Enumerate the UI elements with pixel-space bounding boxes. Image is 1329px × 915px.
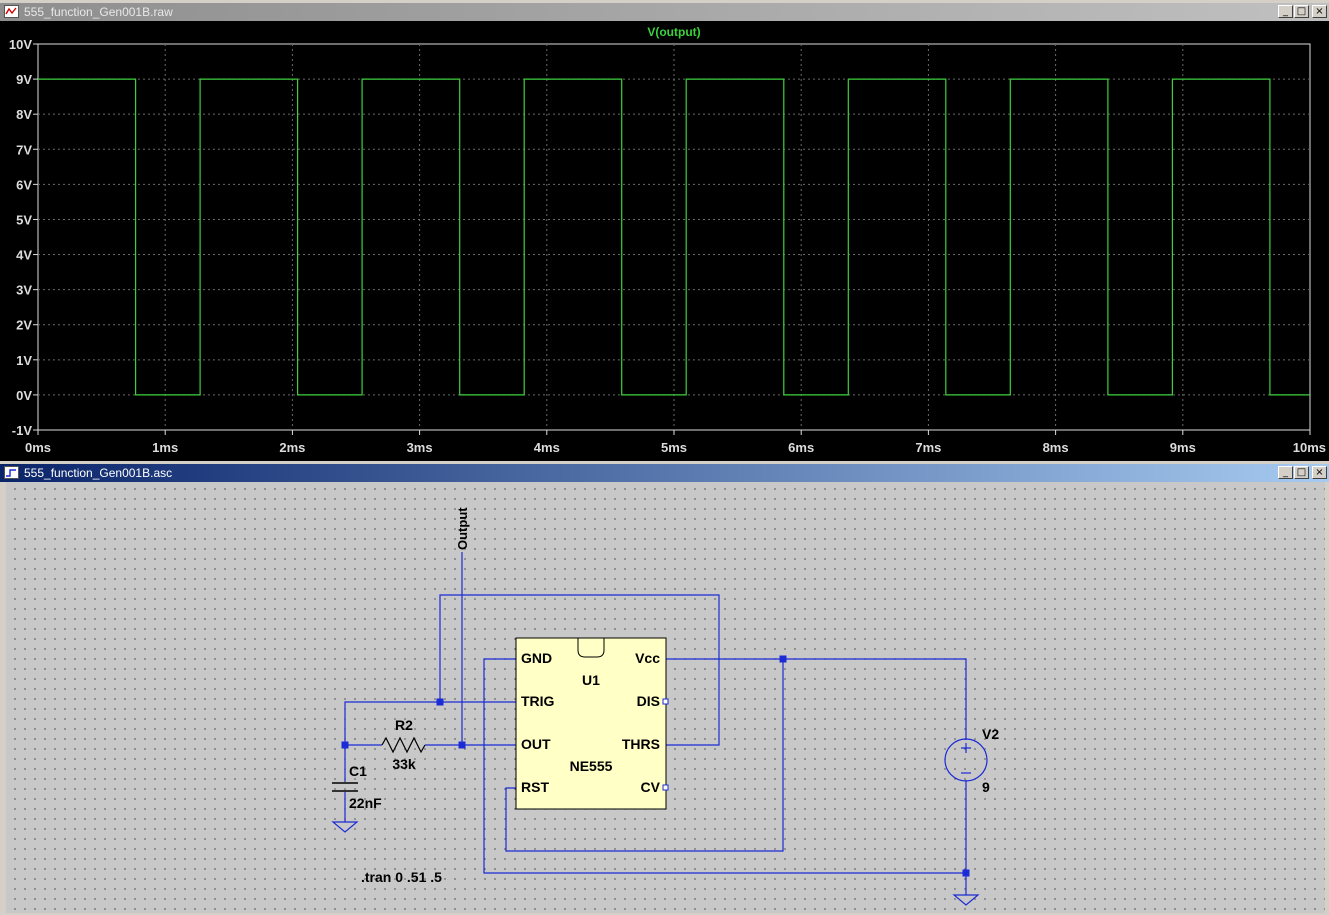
maximize-button[interactable]: □ [1294,5,1309,18]
waveform-window-title: 555_function_Gen001B.raw [24,5,173,19]
y-tick-label: -1V [12,423,33,438]
y-tick-label: 9V [16,72,32,87]
y-tick-label: 3V [16,283,32,298]
series-line-v-output[interactable] [38,78,1310,396]
minimize-button[interactable]: _ [1278,466,1293,479]
y-tick-label: 6V [16,177,32,192]
schematic-window-controls: _ □ × [1278,466,1327,479]
x-axis-ticks: 0ms 1ms 2ms 3ms 4ms 5ms 6ms 7ms 8ms 9ms 10ms [25,430,1326,455]
y-tick-label: 1V [16,353,32,368]
x-tick-label: 8ms [1043,440,1069,455]
x-tick-label: 5ms [661,440,687,455]
plot-pane[interactable]: V(output) -1V 0V 1V 2V 3V 4V 5V 6V 7V 8V 9V 10V 0ms… [0,21,1329,461]
x-tick-label: 10ms [1293,440,1326,455]
plot-grid [37,43,1311,431]
x-tick-label: 2ms [279,440,305,455]
x-tick-label: 9ms [1170,440,1196,455]
y-tick-label: 7V [16,142,32,157]
close-button[interactable]: × [1312,466,1327,479]
waveform-window: 555_function_Gen001B.raw _ □ × V(output)… [0,3,1329,461]
x-tick-label: 3ms [407,440,433,455]
y-tick-label: 8V [16,107,32,122]
trace-label-v-output[interactable]: V(output) [647,25,700,39]
schematic-canvas[interactable] [6,482,1325,913]
y-axis-ticks: -1V 0V 1V 2V 3V 4V 5V 6V 7V 8V 9V 10V [9,37,38,438]
y-tick-label: 10V [9,37,32,52]
waveform-window-titlebar[interactable]: 555_function_Gen001B.raw _ □ × [0,3,1329,21]
schematic-window-title: 555_function_Gen001B.asc [24,466,173,480]
x-tick-label: 6ms [788,440,814,455]
trace-layer [38,78,1310,396]
maximize-button[interactable]: □ [1294,466,1309,479]
y-tick-label: 5V [16,212,32,227]
schematic-window-titlebar[interactable]: 555_function_Gen001B.asc _ □ × [0,464,1329,482]
waveform-plot[interactable]: V(output) -1V 0V 1V 2V 3V 4V 5V 6V 7V 8V 9V 10V 0ms… [0,21,1329,461]
waveform-window-controls: _ □ × [1278,5,1327,18]
x-tick-label: 7ms [915,440,941,455]
plot-frame [37,43,1311,431]
waveform-app-icon [4,5,19,18]
close-button[interactable]: × [1312,5,1327,18]
schematic-app-icon [4,466,19,479]
y-tick-label: 0V [16,388,32,403]
x-tick-label: 1ms [152,440,178,455]
minimize-button[interactable]: _ [1278,5,1293,18]
y-tick-label: 4V [16,248,32,263]
y-tick-label: 2V [16,318,32,333]
x-tick-label: 0ms [25,440,51,455]
x-tick-label: 4ms [534,440,560,455]
